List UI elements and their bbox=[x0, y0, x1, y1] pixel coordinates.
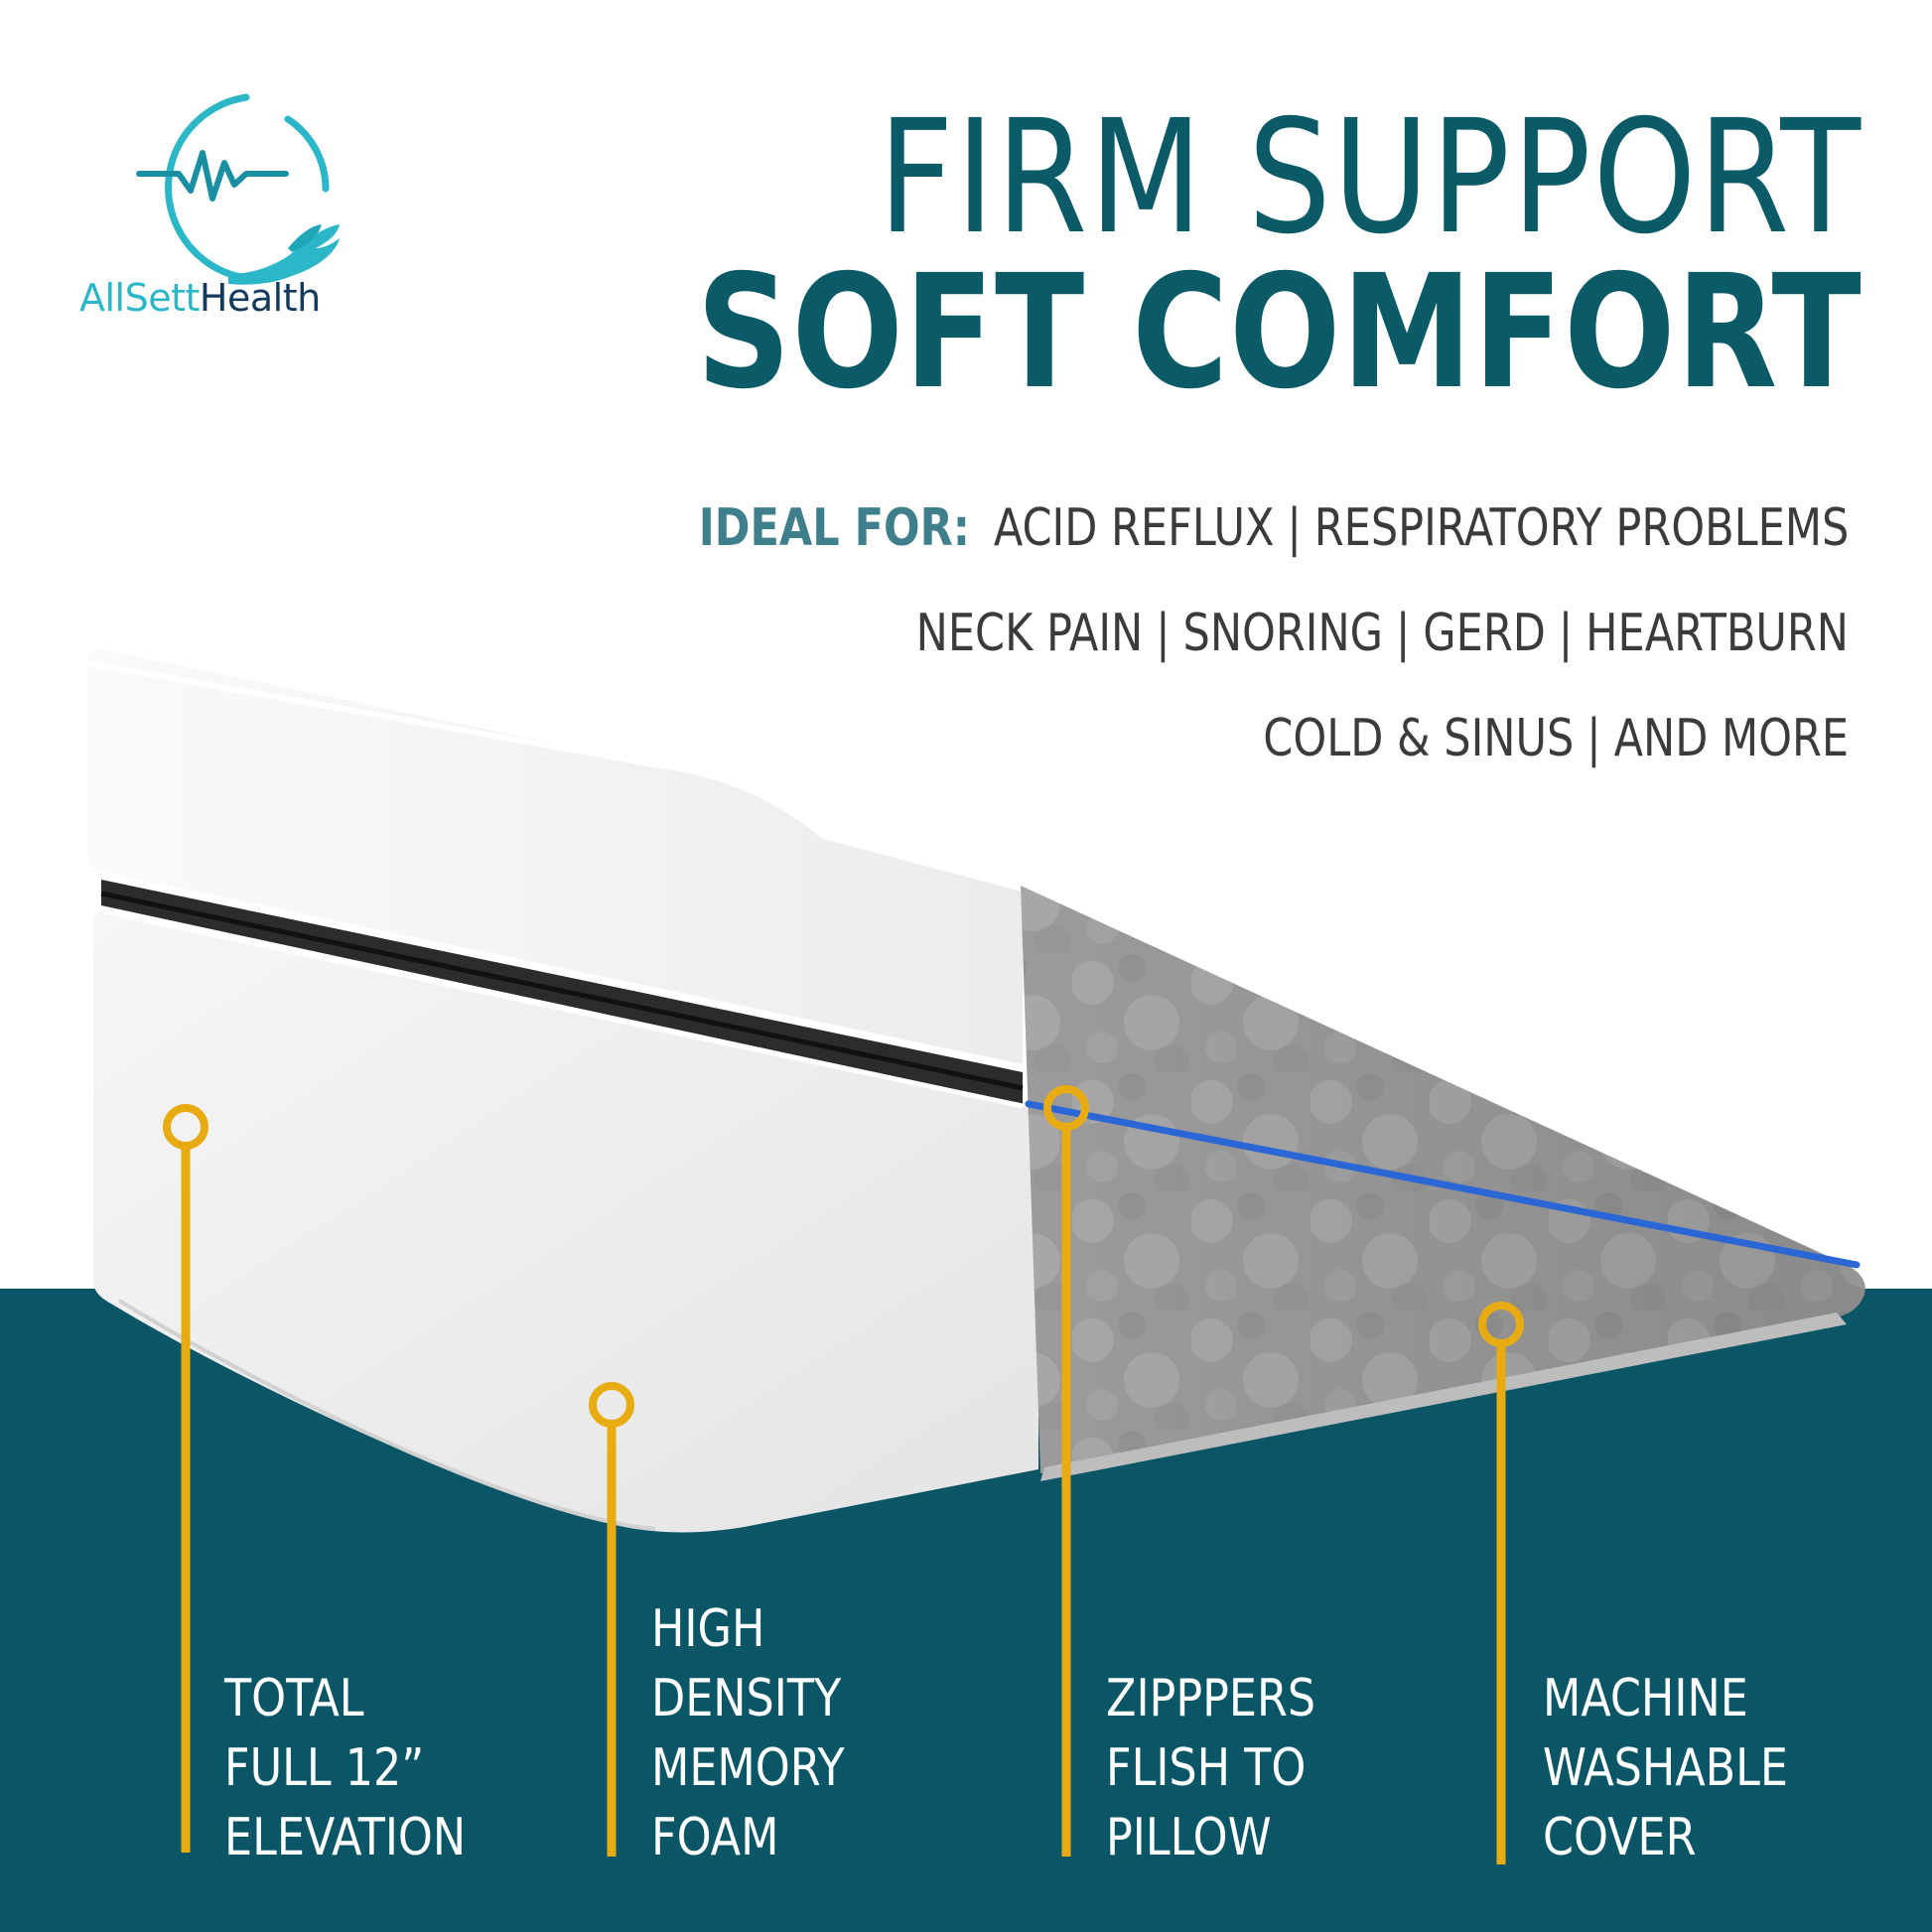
headline-line-2: SOFT COMFORT bbox=[696, 241, 1863, 424]
brand-name: AllSettHealth bbox=[79, 276, 321, 320]
ideal-for-line-1: IDEAL FOR:ACID REFLUX|RESPIRATORY PROBLE… bbox=[698, 502, 1849, 554]
callout-line: ZIPPPERS bbox=[1106, 1669, 1316, 1728]
ideal-item: AND MORE bbox=[1613, 709, 1849, 768]
ideal-for-line-3: COLD & SINUS|AND MORE bbox=[1263, 713, 1849, 764]
ideal-separator: | bbox=[1587, 709, 1601, 768]
callout-zippers: ZIPPPERS FLISH TO PILLOW bbox=[1106, 1664, 1315, 1872]
brand-name-part1: AllSett bbox=[79, 276, 200, 320]
callout-line: WASHABLE bbox=[1543, 1738, 1788, 1798]
callout-line: HIGH bbox=[651, 1599, 765, 1659]
ideal-separator: | bbox=[1395, 604, 1411, 663]
ideal-item: NECK PAIN bbox=[915, 604, 1144, 663]
ideal-separator: | bbox=[1156, 604, 1171, 663]
callout-line: MEMORY bbox=[651, 1738, 845, 1798]
callout-line: TOTAL bbox=[224, 1669, 364, 1728]
callout-line: MACHINE bbox=[1543, 1669, 1748, 1728]
callout-line: PILLOW bbox=[1106, 1808, 1272, 1867]
callout-line: FLISH TO bbox=[1106, 1738, 1307, 1798]
callout-line: ELEVATION bbox=[224, 1808, 467, 1867]
ideal-item: GERD bbox=[1423, 604, 1546, 663]
ideal-for-label: IDEAL FOR: bbox=[698, 498, 970, 558]
ideal-item: COLD & SINUS bbox=[1263, 709, 1575, 768]
brand-name-part2: Health bbox=[199, 276, 321, 320]
callout-line: FULL 12” bbox=[224, 1738, 425, 1798]
headline-line-1: FIRM SUPPORT bbox=[878, 86, 1863, 269]
ideal-item: SNORING bbox=[1182, 604, 1384, 663]
callout-line: COVER bbox=[1543, 1808, 1697, 1867]
callout-memory-foam: HIGH DENSITY MEMORY FOAM bbox=[651, 1594, 845, 1872]
ideal-separator: | bbox=[1287, 498, 1302, 558]
callout-line: DENSITY bbox=[651, 1669, 842, 1728]
callout-line: FOAM bbox=[651, 1808, 779, 1867]
ideal-item: ACID REFLUX bbox=[993, 498, 1275, 558]
ideal-item: RESPIRATORY PROBLEMS bbox=[1313, 498, 1849, 558]
heartbeat-hand-icon bbox=[136, 93, 340, 285]
ideal-for-line-2: NECK PAIN|SNORING|GERD|HEARTBURN bbox=[916, 608, 1849, 659]
callout-washable: MACHINE WASHABLE COVER bbox=[1543, 1664, 1788, 1872]
callout-elevation: TOTAL FULL 12” ELEVATION bbox=[224, 1664, 466, 1872]
ideal-separator: | bbox=[1558, 604, 1574, 663]
ideal-item: HEARTBURN bbox=[1586, 604, 1849, 663]
